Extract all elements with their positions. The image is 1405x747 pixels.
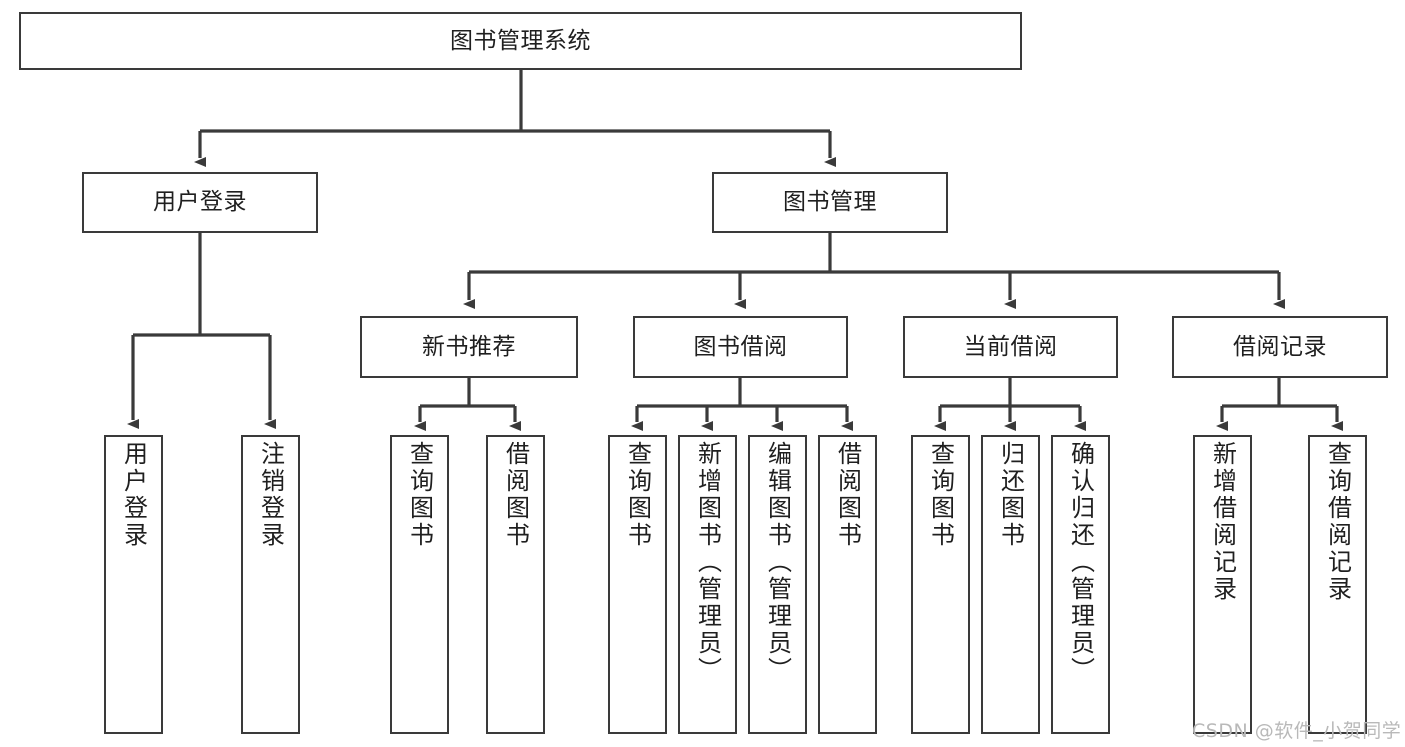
leaf-return-book[interactable]: 归还图书 (981, 435, 1040, 734)
node-root[interactable]: 图书管理系统 (19, 12, 1022, 70)
leaf-add-book-admin[interactable]: 新增图书（管理员） (678, 435, 737, 734)
node-user-login-label: 用户登录 (153, 189, 247, 216)
leaf-return-book-label: 归还图书 (996, 441, 1025, 549)
csdn-watermark: CSDN @软件_小贺同学 (1192, 720, 1402, 742)
leaf-query-borrow-record[interactable]: 查询借阅记录 (1308, 435, 1367, 734)
leaf-confirm-return-admin-label: 确认归还（管理员） (1066, 441, 1095, 684)
leaf-query-book-recommend-label: 查询图书 (405, 441, 434, 549)
node-new-book-recommend[interactable]: 新书推荐 (360, 316, 578, 378)
leaf-borrow-book[interactable]: 借阅图书 (818, 435, 877, 734)
leaf-query-book-current[interactable]: 查询图书 (911, 435, 970, 734)
leaf-add-borrow-record[interactable]: 新增借阅记录 (1193, 435, 1252, 734)
node-book-borrow-label: 图书借阅 (693, 333, 788, 360)
node-user-login[interactable]: 用户登录 (82, 172, 318, 233)
leaf-query-book-borrow[interactable]: 查询图书 (608, 435, 667, 734)
leaf-query-book-recommend[interactable]: 查询图书 (390, 435, 449, 734)
node-book-borrow[interactable]: 图书借阅 (633, 316, 848, 378)
leaf-query-book-current-label: 查询图书 (926, 441, 955, 549)
leaf-edit-book-admin-label: 编辑图书（管理员） (763, 441, 792, 684)
node-borrow-record-label: 借阅记录 (1233, 333, 1327, 360)
node-book-management-label: 图书管理 (783, 189, 877, 216)
leaf-query-borrow-record-label: 查询借阅记录 (1323, 441, 1352, 603)
node-root-label: 图书管理系统 (450, 27, 591, 54)
leaf-borrow-book-label: 借阅图书 (833, 441, 862, 549)
leaf-add-book-admin-label: 新增图书（管理员） (693, 441, 722, 684)
node-book-management[interactable]: 图书管理 (712, 172, 948, 233)
leaf-edit-book-admin[interactable]: 编辑图书（管理员） (748, 435, 807, 734)
leaf-user-login-label: 用户登录 (119, 441, 148, 549)
node-new-book-recommend-label: 新书推荐 (422, 333, 516, 360)
node-current-borrow[interactable]: 当前借阅 (903, 316, 1118, 378)
leaf-logout[interactable]: 注销登录 (241, 435, 300, 734)
leaf-user-login[interactable]: 用户登录 (104, 435, 163, 734)
leaf-logout-label: 注销登录 (256, 441, 285, 549)
leaf-confirm-return-admin[interactable]: 确认归还（管理员） (1051, 435, 1110, 734)
leaf-borrow-book-recommend-label: 借阅图书 (501, 441, 530, 549)
leaf-borrow-book-recommend[interactable]: 借阅图书 (486, 435, 545, 734)
leaf-add-borrow-record-label: 新增借阅记录 (1208, 441, 1237, 603)
node-borrow-record[interactable]: 借阅记录 (1172, 316, 1388, 378)
node-current-borrow-label: 当前借阅 (963, 333, 1058, 360)
leaf-query-book-borrow-label: 查询图书 (623, 441, 652, 549)
